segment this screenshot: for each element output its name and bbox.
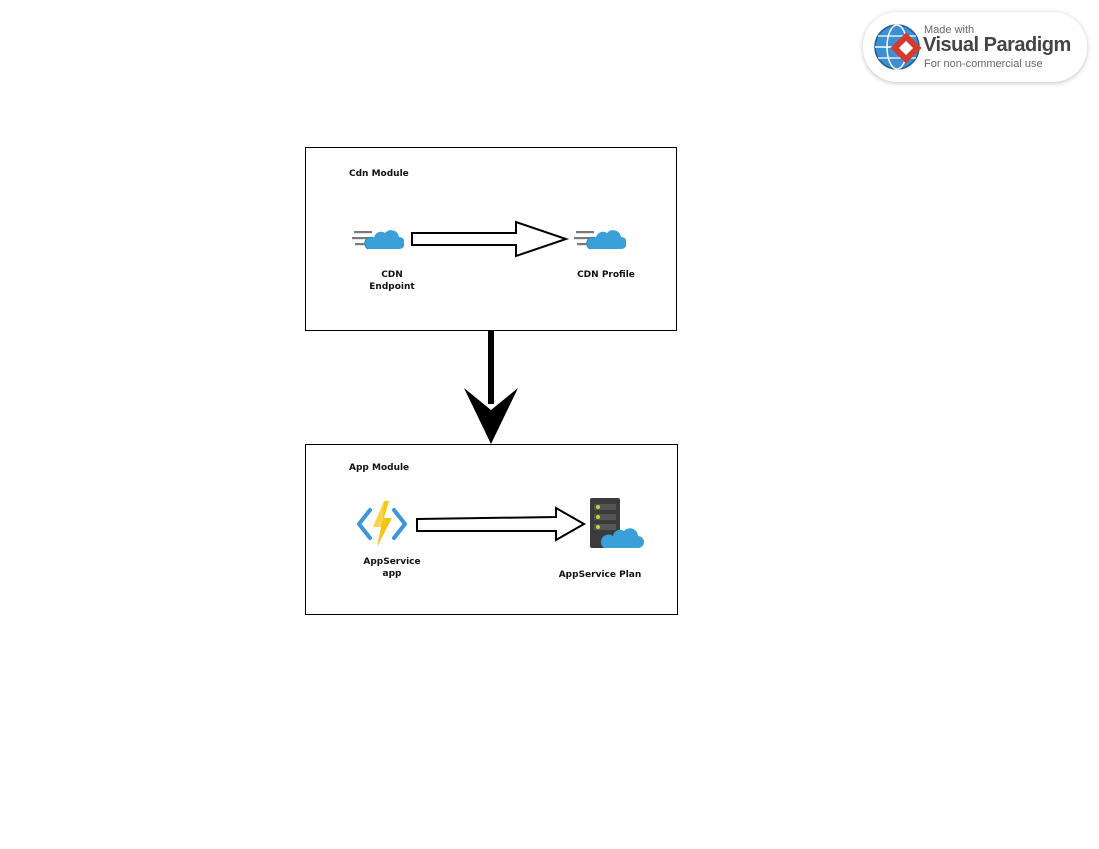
appservice-plan-label: AppService Plan	[558, 570, 642, 580]
cdn-endpoint-label: CDN Endpoint	[352, 269, 432, 293]
appservice-app-label: AppService app	[352, 556, 432, 580]
app-module-title: App Module	[349, 463, 410, 473]
cdn-endpoint-icon[interactable]	[352, 226, 404, 252]
appservice-app-label-line1: AppService	[363, 557, 421, 567]
appservice-app-label-line2: app	[382, 569, 402, 579]
cdn-endpoint-label-line1: CDN	[381, 270, 403, 280]
cdn-module-title: Cdn Module	[349, 169, 409, 179]
visual-paradigm-logo-icon	[874, 24, 922, 70]
appservice-app-icon[interactable]	[356, 500, 408, 548]
cdn-to-app-dependency-arrow[interactable]	[460, 330, 524, 446]
badge-made-with: Made with	[924, 24, 975, 36]
endpoint-to-profile-arrow[interactable]	[410, 220, 570, 258]
badge-note: For non-commercial use	[924, 58, 1043, 70]
appservice-plan-icon[interactable]	[588, 496, 644, 552]
app-to-plan-arrow[interactable]	[414, 505, 588, 543]
cdn-profile-icon[interactable]	[574, 226, 626, 252]
cdn-profile-label: CDN Profile	[577, 270, 635, 280]
visual-paradigm-badge: Made with Visual Paradigm For non-commer…	[863, 12, 1087, 82]
cdn-endpoint-label-line2: Endpoint	[369, 282, 415, 292]
badge-brand: Visual Paradigm	[923, 34, 1071, 56]
